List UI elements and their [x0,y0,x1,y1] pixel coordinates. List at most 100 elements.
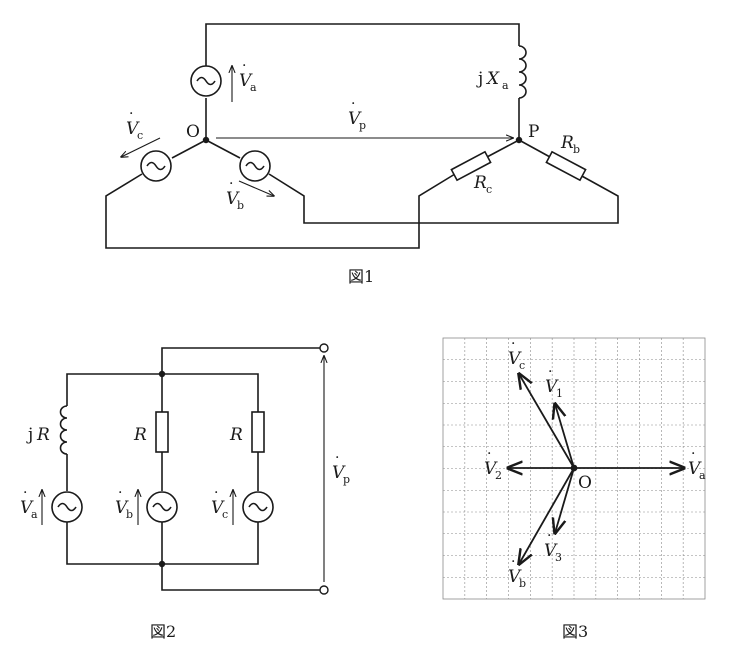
vc-loop-wire [105,173,456,249]
vc-arrow [121,137,161,157]
svg-text:·: · [129,106,133,122]
svg-text:c: c [137,129,143,142]
svg-text:V: V [484,459,498,479]
svg-text:·: · [335,450,339,466]
label-vc: V · c [126,106,143,142]
phasor-grid [442,337,706,600]
svg-text:j: j [26,425,33,445]
source-va [190,65,222,97]
resistor-rc [450,150,492,182]
svg-text:b: b [126,508,133,521]
svg-text:b: b [573,143,580,156]
vector-v3 [555,467,575,533]
bottom-terminal-wire [161,522,320,591]
svg-text:1: 1 [556,387,563,400]
vb-lead-top [205,139,241,159]
label-rc: R c [473,173,492,196]
label-jxa: j X a [476,69,509,92]
label-r2: R [229,425,243,445]
node-p [515,136,523,144]
svg-text:p: p [343,473,350,486]
terminal-top [319,343,329,353]
svg-text:·: · [229,176,233,192]
svg-text:V: V [211,498,225,518]
label-rb: R b [560,133,580,156]
svg-text:a: a [502,79,509,92]
label-origin: O [578,473,592,493]
svg-text:j: j [476,69,483,89]
origin-o [570,464,578,472]
svg-text:·: · [511,336,515,352]
source-vb [239,150,271,182]
label-va-3: V · a [688,446,706,482]
svg-text:3: 3 [555,551,562,564]
svg-text:a: a [31,508,38,521]
svg-text:V: V [688,459,702,479]
figure-1: O P V · a V · c V · b V · p j X a R b [105,23,619,286]
svg-text:R: R [473,173,487,193]
vb-loop-wire [268,173,619,224]
svg-text:·: · [547,528,551,544]
label-vb: V · b [226,176,244,212]
rb-lead [518,139,551,158]
node-top [158,370,166,378]
svg-text:V: V [126,119,140,139]
top-terminal-wire [161,347,320,374]
terminal-bottom [319,585,329,595]
label-jr: j R [26,425,50,445]
source-vc [140,150,172,182]
svg-text:·: · [351,96,355,112]
label-v2-3: V · 2 [484,446,502,482]
source-vb-2 [146,491,178,523]
svg-text:2: 2 [495,469,502,482]
resistor-r1 [155,411,169,453]
label-vp: V · p [348,96,366,132]
label-node-o: O [186,122,200,142]
caption-fig2: 図2 [150,622,176,641]
label-vb-2: V · b [115,485,133,521]
svg-text:c: c [486,183,492,196]
label-v1-3: V · 1 [545,364,563,400]
vb-arrow [238,180,274,196]
inductor-jxa [518,45,527,99]
source-vc-2 [242,491,274,523]
svg-text:·: · [23,485,27,501]
svg-text:V: V [115,498,129,518]
svg-text:V: V [508,567,522,587]
rc-lead [486,139,520,158]
vc-lead-top [171,139,207,159]
caption-fig1: 図1 [348,267,374,286]
svg-text:·: · [242,58,246,74]
svg-text:R: R [560,133,574,153]
label-v3-3: V · 3 [544,528,562,564]
node-bottom [158,560,166,568]
node-o [202,136,210,144]
svg-text:R: R [36,425,50,445]
svg-text:b: b [519,577,526,590]
svg-text:X: X [485,69,500,89]
label-va-2: V · a [20,485,38,521]
svg-text:V: V [332,463,346,483]
resistor-r2 [251,411,265,453]
svg-text:V: V [545,377,559,397]
label-va: V · a [239,58,257,94]
svg-text:b: b [237,199,244,212]
svg-text:·: · [214,485,218,501]
resistor-rb [545,150,587,182]
svg-text:p: p [359,119,366,132]
top-wire [205,23,520,78]
vector-vb [519,467,575,564]
label-node-p: P [528,122,539,142]
svg-text:c: c [222,508,228,521]
figure-3: O V · a V · 2 V · c V · 1 V · 3 V · b [442,336,706,641]
svg-text:c: c [519,359,525,372]
svg-text:V: V [508,349,522,369]
svg-text:a: a [699,469,706,482]
svg-text:V: V [239,71,253,91]
label-vp-2: V · p [332,450,350,486]
svg-text:·: · [548,364,552,380]
svg-text:·: · [487,446,491,462]
svg-text:V: V [226,189,240,209]
vector-v1 [555,404,575,469]
